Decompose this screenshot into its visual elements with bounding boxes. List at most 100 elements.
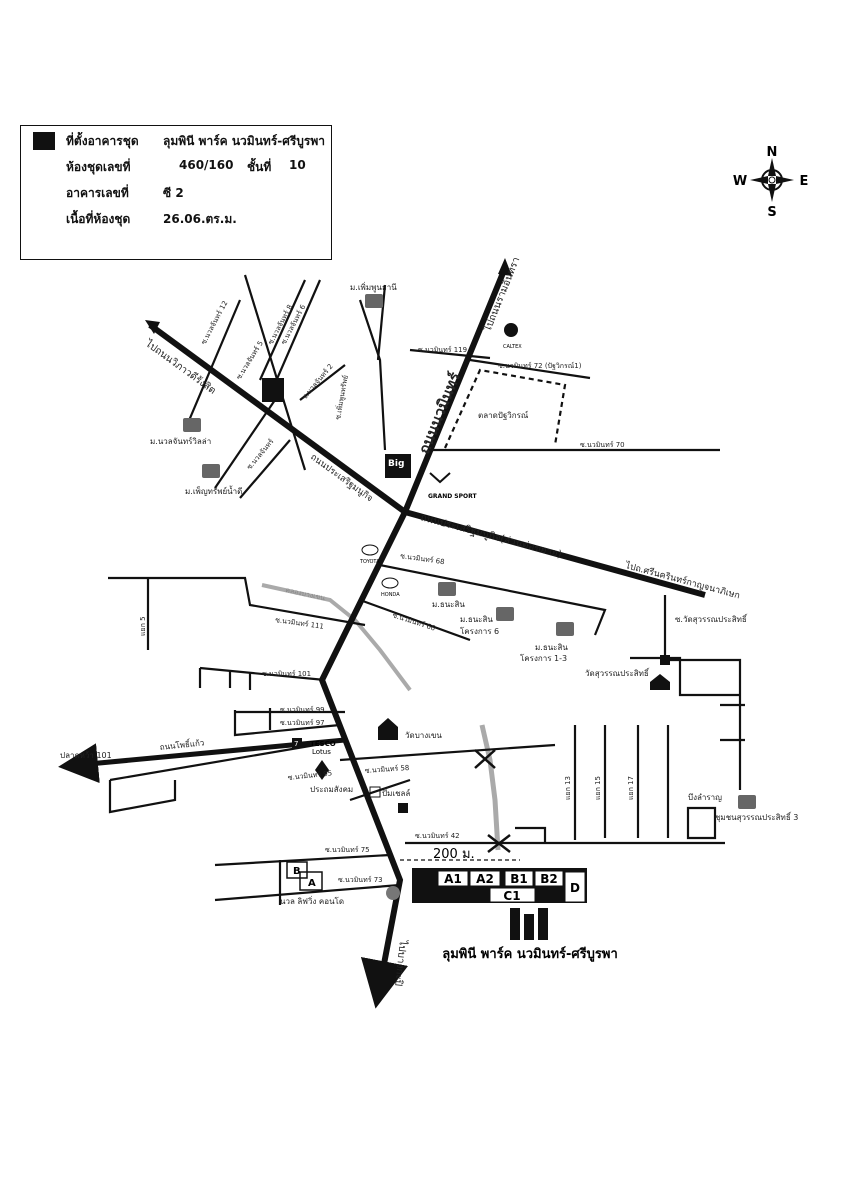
soi-68-label: ซ.นวมินทร์ 68 <box>400 552 445 566</box>
grand-sport-label: GRAND SPORT <box>428 493 477 500</box>
thanasin-label: ม.ธนะสิน <box>432 600 465 609</box>
compass-n: N <box>767 145 778 160</box>
compass-w: W <box>733 174 747 189</box>
yaek-15-label: แยก 15 <box>594 776 602 800</box>
soi-42-label: ซ.นวมินทร์ 42 <box>415 832 460 840</box>
big-c-label: Big <box>388 459 404 469</box>
building-a2: A2 <box>476 872 494 886</box>
building-value: ซี 2 <box>163 186 184 200</box>
big-c-icon <box>385 454 411 478</box>
yaek-17-label: แยก 17 <box>627 776 635 800</box>
phet-chan-label: ม.เพ็ญทรัพย์น้ำดี <box>185 485 242 496</box>
soi-phet-label: ซ.เพิ่มพูนทรัพย์ <box>333 374 350 420</box>
soi-chanthip-label: ซ.นวลจันทร์ <box>245 437 275 471</box>
lumpini-logo-icon <box>510 908 548 940</box>
house-icons <box>183 294 756 809</box>
community-label: ชุมชนสุวรรณประสิทธิ์ 3 <box>715 811 798 822</box>
compass-icon: N S W E <box>733 145 809 220</box>
yaek-5-label: แยก 5 <box>139 616 147 636</box>
wat-suwan-label: วัดสุวรรณประสิทธิ์ <box>585 667 650 678</box>
soi-70-label: ซ.นวมินทร์ 70 <box>580 441 625 449</box>
project6-label: โครงการ 6 <box>460 626 499 636</box>
thanasin13-label: ม.ธนะสิน <box>535 643 568 652</box>
compass-s: S <box>767 205 776 220</box>
minor-roads-ne <box>409 348 720 452</box>
school-label: ประถมสังคม <box>310 785 353 794</box>
canal-line-2 <box>479 724 501 851</box>
market-label: ตลาดปัฐวิกรณ์ <box>478 410 529 420</box>
nawalchan-villa-label: ม.นวลจันทร์วิลล่า <box>150 436 211 446</box>
soi-111-label: ซ.นวมินทร์ 111 <box>275 616 325 631</box>
mall-icon <box>262 378 284 402</box>
soi-119-label: ซ.นวมินทร์ 119 <box>418 346 467 354</box>
prasert-ext-label: ถนนประเสริฐมนูกิจ(ส่วนต่อขยาย) <box>419 512 563 560</box>
soi-95-label: ซ.นวมินทร์ 95 <box>287 769 332 782</box>
seven-eleven-icon <box>292 738 302 748</box>
phoei-road <box>58 737 346 784</box>
house-icon <box>365 294 383 308</box>
soi-101-label: ซ.นวมินทร์ 101 <box>262 670 311 678</box>
info-box: ที่ตั้งอาคารชุด ลุมพินี พาร์ค นวมินทร์-ศ… <box>20 125 332 260</box>
minor-roads-nw <box>183 274 387 499</box>
floor-label: ชั้นที่ <box>247 160 272 174</box>
house-icon <box>496 607 514 621</box>
area-label: เนื้อที่ห้องชุด <box>66 212 131 226</box>
soi-5-label: ซ.นวลจันทร์ 5 <box>235 340 265 381</box>
seven-eleven-icon-3 <box>398 803 408 813</box>
building-d: D <box>570 881 580 895</box>
yaek-13-label: แยก 13 <box>564 776 572 800</box>
unit-value: 460/160 <box>179 158 234 172</box>
minor-roads-mid <box>108 563 745 905</box>
soi-wat-suwan-label: ซ.วัดสุวรรณประสิทธิ์ <box>675 613 748 624</box>
location-label: ที่ตั้งอาคารชุด <box>66 134 139 148</box>
canal-label: คลองบางเขน <box>285 586 326 602</box>
temple-icon-2 <box>650 674 670 690</box>
phoei-label: ถนนโพธิ์แก้ว <box>159 736 205 752</box>
soi-66-label: ซ.นวมินทร์ 66 <box>391 611 436 633</box>
lotus-label: Lotus <box>312 748 331 756</box>
arrow-north-icon <box>498 258 512 276</box>
pump-label: ปั๊มเชลล์ <box>382 787 410 798</box>
prasert-road-upper <box>148 322 407 515</box>
seven-label: 7 <box>294 740 298 748</box>
legend-marker <box>33 132 55 150</box>
house-icon <box>202 464 220 478</box>
building-a1: A1 <box>444 872 462 886</box>
floor-value: 10 <box>289 158 306 172</box>
building-b2: B2 <box>540 872 558 886</box>
bridge-icons <box>474 749 511 853</box>
arrow-nw-icon <box>145 320 160 334</box>
soi-58-label: ซ.นวมินทร์ 58 <box>365 764 410 775</box>
phoem-phun-label: ม.เพิ่มพูนธานี <box>350 281 397 293</box>
soi-2-label: ซ.นวลจันทร์ 2 <box>300 362 334 401</box>
tesco-label: TESCO <box>310 740 336 748</box>
project-name-label: ลุมพินี พาร์ค นวมินทร์-ศรีบูรพา <box>442 946 618 962</box>
canal-line <box>261 583 412 692</box>
seven-eleven-icon-2 <box>660 655 670 665</box>
prasert-road-ext <box>404 509 706 598</box>
honda-label: HONDA <box>381 592 400 598</box>
nuan-condo-label: นวล ลิฟวิ่ง คอนโด <box>280 895 344 906</box>
school-icon <box>315 760 329 780</box>
bueng-label: บึงลำราญ <box>688 793 722 802</box>
location-value: ลุมพินี พาร์ค นวมินทร์-ศรีบูรพา <box>163 134 326 148</box>
soi-72-label: ซ.นวมินทร์ 72 (ปัฐวิกรณ์1) <box>498 362 582 370</box>
toyota-icon <box>361 544 379 556</box>
building-c1: C1 <box>503 889 520 903</box>
temple-icon <box>378 718 398 740</box>
block-b: B <box>293 866 301 877</box>
bangkapi-label: ไปบางกะปิ <box>392 939 409 987</box>
shell-icon <box>369 786 381 798</box>
house-icon <box>183 418 201 432</box>
building-label: อาคารเลขที่ <box>66 186 129 200</box>
soi-12-label: ซ.นวลจันทร์ 12 <box>200 299 230 345</box>
soi-73-label: ซ.นวมินทร์ 73 <box>338 876 383 884</box>
house-icon <box>438 582 456 596</box>
thanasin6-label: ม.ธนะสิน <box>460 615 493 624</box>
soi-75-label: ซ.นวมินทร์ 75 <box>325 846 370 854</box>
distance-label: 200 ม. <box>433 847 475 862</box>
caltex-label: CALTEX <box>503 344 522 350</box>
unit-label: ห้องชุดเลขที่ <box>66 160 131 174</box>
soi-99-label: ซ.นวมินทร์ 99 <box>280 706 325 714</box>
